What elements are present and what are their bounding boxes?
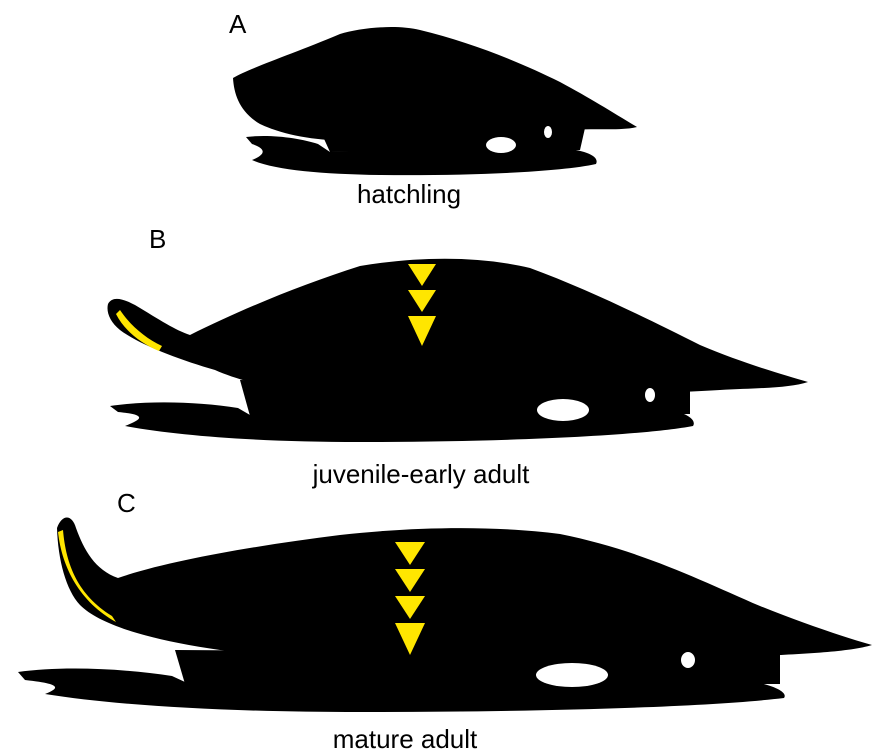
skull-silhouette-mature — [18, 518, 872, 713]
skull-silhouette-hatchling — [233, 27, 637, 175]
orbit-opening — [486, 137, 516, 153]
panel-c: C mature adult — [18, 488, 872, 750]
temporal-opening — [681, 652, 695, 668]
panel-letter-a: A — [229, 9, 247, 39]
panel-letter-c: C — [117, 488, 136, 518]
caption-mature: mature adult — [333, 724, 478, 750]
panel-letter-b: B — [149, 224, 166, 254]
panel-a: A hatchling — [229, 9, 637, 209]
caption-hatchling: hatchling — [357, 179, 461, 209]
temporal-opening — [645, 388, 655, 402]
panel-b: B juvenile-early adult — [108, 224, 809, 489]
orbit-opening — [537, 399, 589, 421]
temporal-opening — [544, 126, 552, 138]
skull-silhouette-juvenile — [108, 259, 809, 442]
caption-juvenile: juvenile-early adult — [312, 459, 531, 489]
orbit-opening — [536, 663, 608, 687]
